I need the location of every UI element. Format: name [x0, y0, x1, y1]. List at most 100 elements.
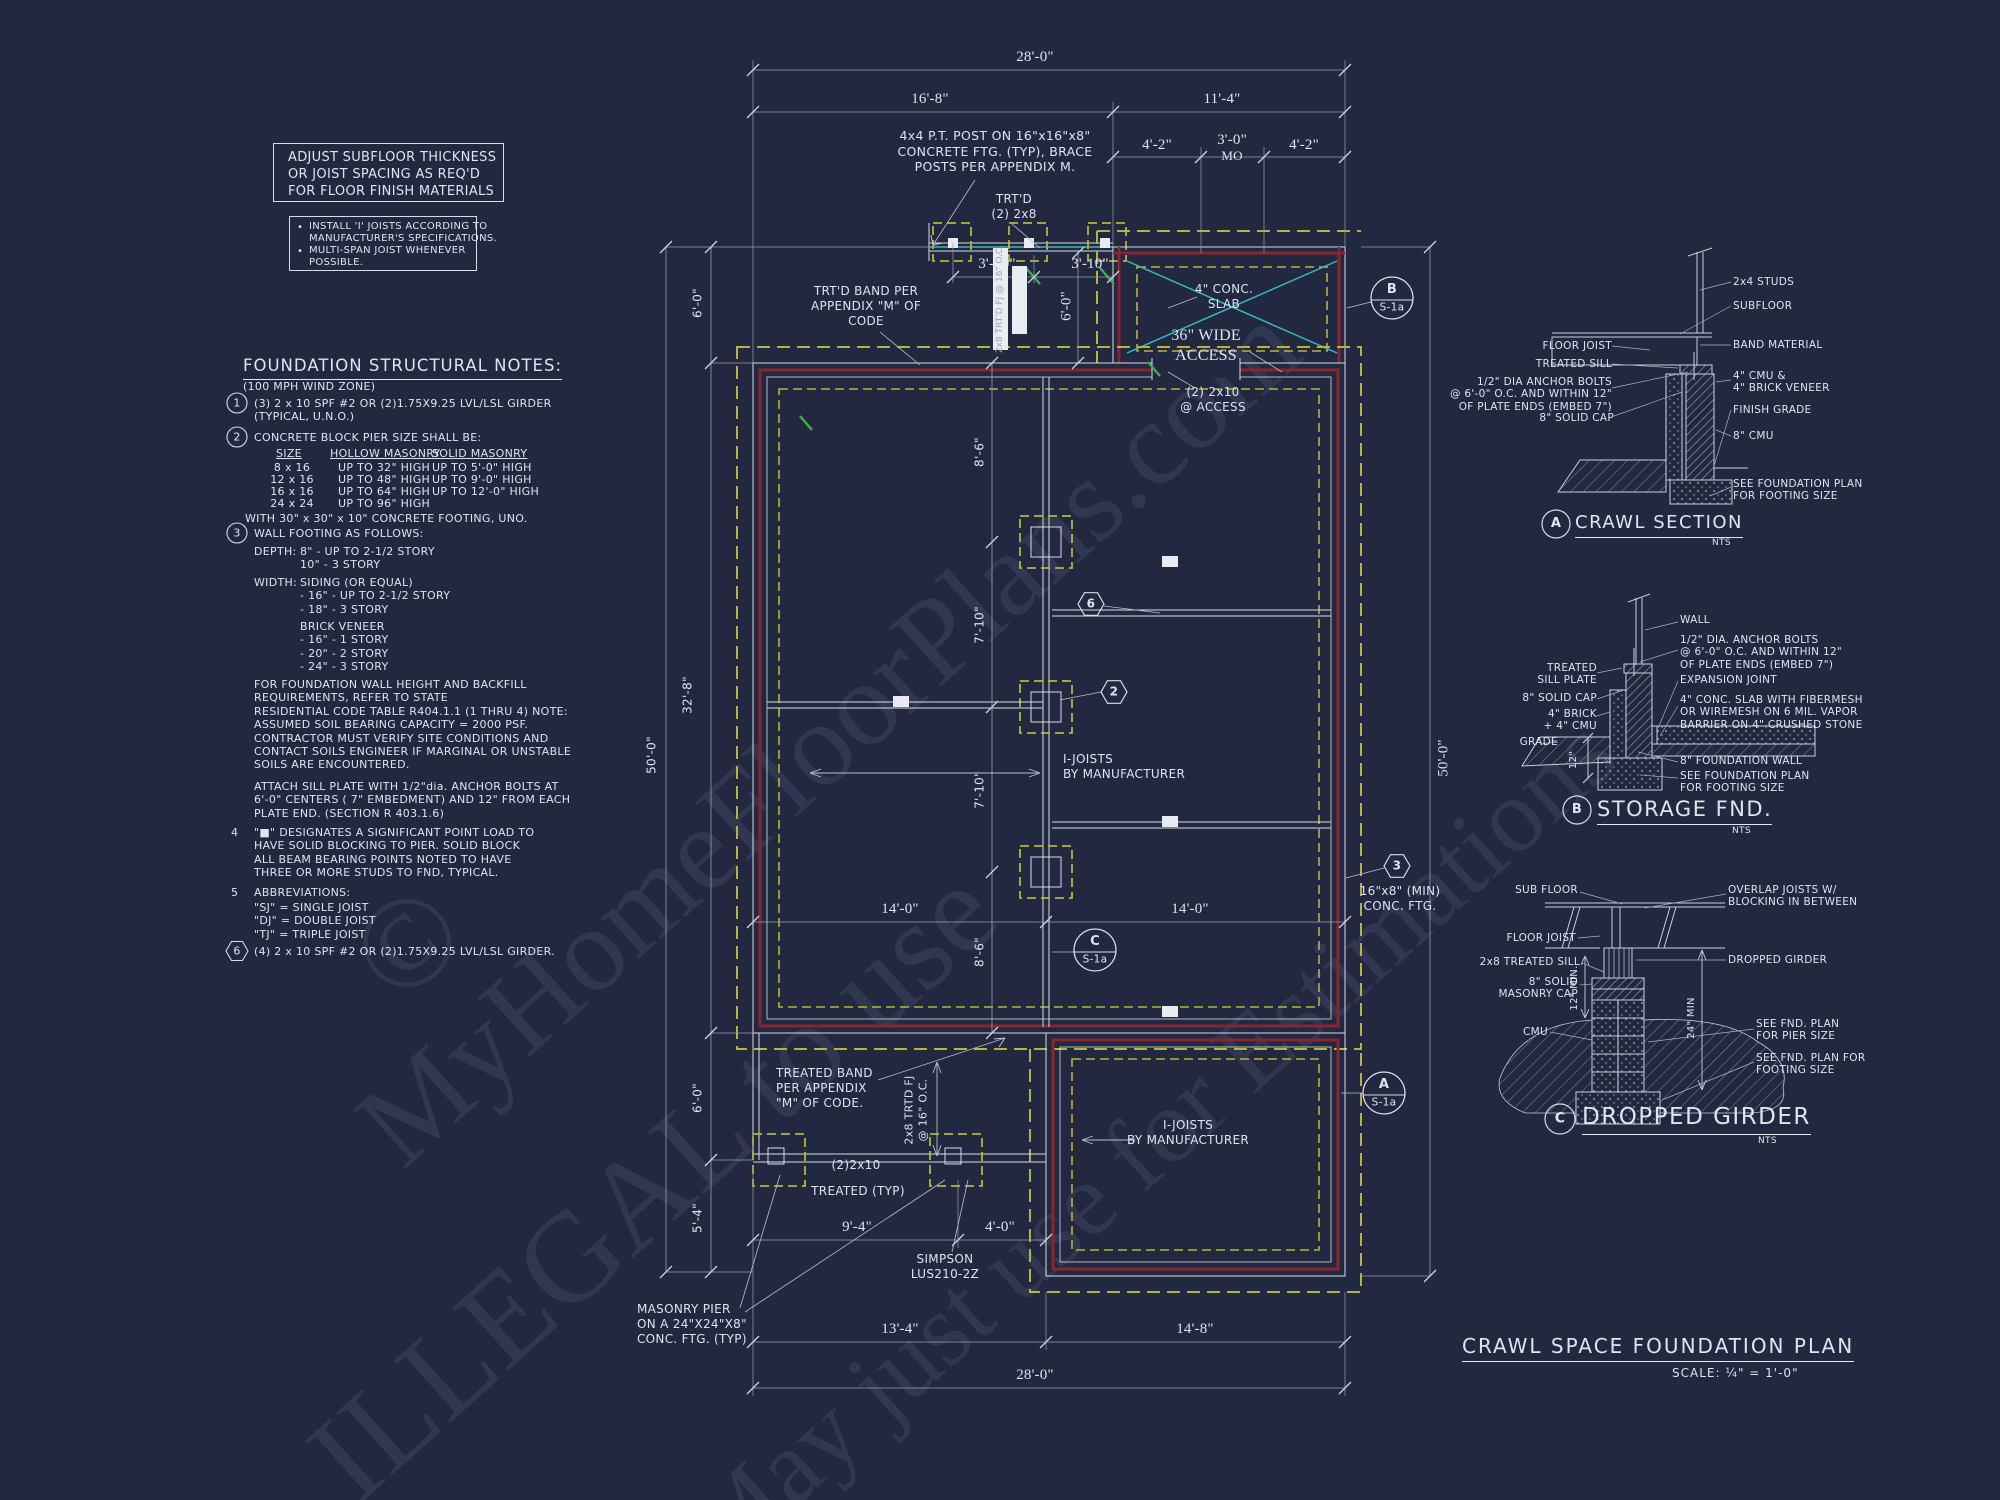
callout-b-sheet: S-1a: [1379, 301, 1405, 314]
note-5-marker: 5: [231, 886, 239, 899]
b-treated-sill: TREATED SILL PLATE: [1537, 662, 1597, 687]
dim-left-a: 6'-0": [690, 288, 705, 318]
a-subfloor: SUBFLOOR: [1733, 300, 1793, 312]
pier-row-solid: UP TO 9'-0" HIGH: [432, 473, 532, 486]
pier-table-footer: WITH 30" x 30" x 10" CONCRETE FOOTING, U…: [245, 512, 528, 525]
a-cmu-veneer: 4" CMU & 4" BRICK VENEER: [1733, 370, 1830, 395]
dim-int-a: 8'-6": [972, 437, 987, 467]
a-see-plan: SEE FOUNDATION PLAN FOR FOOTING SIZE: [1733, 478, 1863, 503]
dim-top-left: 16'-8": [911, 91, 949, 107]
c-nts: NTS: [1758, 1136, 1777, 1146]
pier-table-h3: SOLID MASONRY: [432, 447, 528, 460]
a-title: CRAWL SECTION: [1575, 512, 1744, 538]
b-bubble: B: [1571, 801, 1583, 817]
c-overlap: OVERLAP JOISTS W/ BLOCKING IN BETWEEN: [1728, 884, 1858, 909]
pier-row-hollow: UP TO 96" HIGH: [338, 497, 431, 510]
ijoist-note-2: MULTI-SPAN JOIST WHENEVER POSSIBLE.: [309, 245, 466, 269]
note-2-marker: 2: [233, 430, 241, 444]
c-floor-joist: FLOOR JOIST: [1506, 932, 1576, 944]
note-5-list: "SJ" = SINGLE JOIST "DJ" = DOUBLE JOIST …: [254, 901, 376, 941]
dim-slab-h: 6'-0": [1058, 291, 1075, 321]
subfloor-note-text: ADJUST SUBFLOOR THICKNESS OR JOIST SPACI…: [288, 150, 497, 199]
dim-left-d: 5'-4": [690, 1203, 705, 1233]
a-studs: 2x4 STUDS: [1733, 276, 1795, 288]
c-subfloor: SUB FLOOR: [1515, 884, 1578, 896]
dim-left-b: 32'-8": [680, 676, 695, 714]
revision-bar-2: [1012, 266, 1027, 334]
pier-row-solid: UP TO 5'-0" HIGH: [432, 461, 532, 474]
dim-int-b: 7'-10": [972, 606, 987, 644]
dim-top-overall: 28'-0": [1016, 49, 1054, 65]
callout-b-letter: B: [1386, 281, 1398, 297]
pier-row-size: 8 x 16: [273, 461, 311, 474]
masonry-pier-label: MASONRY PIER ON A 24"X24"X8" CONC. FTG. …: [637, 1302, 747, 1346]
callout-c-letter: C: [1090, 933, 1100, 949]
a-band: BAND MATERIAL: [1733, 339, 1823, 351]
c-bubble: C: [1554, 1110, 1566, 1127]
dim-sub-left: 4'-2": [1142, 137, 1172, 153]
b-wall: WALL: [1680, 614, 1710, 626]
b-nts: NTS: [1732, 826, 1751, 836]
c-dim12: 12" MIN.: [1568, 965, 1580, 1011]
b-see-plan: SEE FOUNDATION PLAN FOR FOOTING SIZE: [1680, 770, 1810, 795]
post-note: 4x4 P.T. POST ON 16"x16"x8" CONCRETE FTG…: [897, 128, 1093, 175]
simpson-label: SIMPSON LUS210-2Z: [910, 1252, 980, 1281]
note-1-text: (3) 2 x 10 SPF #2 OR (2)1.75X9.25 LVL/LS…: [254, 397, 552, 424]
callout-c-sheet: S-1a: [1082, 953, 1108, 966]
c-cmu: CMU: [1523, 1026, 1548, 1038]
hex-marker-6: 6: [1086, 596, 1096, 611]
revision-bar-text: 2x8 TRT'D FJ @ 16" O.C.: [995, 244, 1005, 354]
dim-sub-mo: MO: [1221, 148, 1243, 163]
b-anchor: 1/2" DIA. ANCHOR BOLTS @ 6'-0" O.C. AND …: [1680, 634, 1843, 671]
dim-mid-right: 14'-0": [1171, 901, 1209, 917]
note-3-marker: 3: [233, 526, 241, 540]
b-slab: 4" CONC. SLAB WITH FIBERMESH OR WIREMESH…: [1680, 694, 1863, 731]
callout-a-letter: A: [1378, 1076, 1390, 1092]
ijoist-note-box: [289, 216, 477, 271]
note-3-width-label: WIDTH:: [254, 576, 298, 589]
sheet-title: CRAWL SPACE FOUNDATION PLAN: [1462, 1334, 1855, 1362]
pier-row-hollow: UP TO 64" HIGH: [338, 485, 431, 498]
a-bubble: A: [1550, 515, 1562, 531]
c-dropped: DROPPED GIRDER: [1728, 954, 1828, 966]
dim-bot-right: 14'-8": [1176, 1321, 1214, 1337]
dim-left-c: 6'-0": [690, 1083, 705, 1113]
pier-table-h1: SIZE: [276, 447, 302, 460]
note-2-text: CONCRETE BLOCK PIER SIZE SHALL BE:: [254, 431, 482, 444]
dim-sub-right: 4'-2": [1289, 137, 1319, 153]
hex-marker-2: 2: [1109, 684, 1119, 699]
b-title: STORAGE FND.: [1597, 796, 1773, 826]
dim-int-d: 8'-6": [972, 937, 987, 967]
note-6-text: (4) 2 x 10 SPF #2 OR (2)1.75X9.25 LVL/LS…: [254, 945, 555, 958]
dim-left-overall: 50'-0": [644, 736, 659, 774]
fj-tag: 2x8 TRTD FJ @ 16" O.C.: [902, 1075, 929, 1145]
b-expansion: EXPANSION JOINT: [1680, 674, 1777, 686]
c-footing-size: SEE FND. PLAN FOR FOOTING SIZE: [1756, 1052, 1866, 1077]
girder-2x10-label: (2)2x10: [831, 1158, 881, 1172]
pier-table-h2: HOLLOW MASONRY: [330, 447, 441, 460]
dim-low-a: 9'-4": [842, 1219, 872, 1235]
sheet-scale: SCALE: ¼" = 1'-0": [1672, 1366, 1799, 1380]
pier-row-solid: UP TO 12'-0" HIGH: [432, 485, 540, 498]
revision-bar-1: [993, 248, 1008, 350]
a-grade: FINISH GRADE: [1733, 404, 1812, 416]
note-3-para2: ATTACH SILL PLATE WITH 1/2"dia. ANCHOR B…: [254, 780, 571, 820]
pier-row-hollow: UP TO 48" HIGH: [338, 473, 431, 486]
ijoists-low-label: I-JOISTS BY MANUFACTURER: [1126, 1118, 1250, 1147]
wide-access-label: 36" WIDE ACCESS: [1171, 327, 1241, 364]
note-3-depth: 8" - UP TO 2-1/2 STORY 10" - 3 STORY: [300, 545, 435, 572]
b-dim12: 12": [1567, 750, 1579, 770]
pier-row-size: 16 x 16: [270, 485, 314, 498]
note-3-para1: FOR FOUNDATION WALL HEIGHT AND BACKFILL …: [254, 678, 572, 772]
notes-subtitle: (100 MPH WIND ZONE): [243, 380, 376, 393]
note-1-marker: 1: [233, 396, 241, 410]
hex-marker-3: 3: [1392, 858, 1402, 873]
c-pier-size: SEE FND. PLAN FOR PIER SIZE: [1756, 1018, 1840, 1043]
b-solid-cap: 8" SOLID CAP: [1522, 692, 1597, 704]
note-3-width: SIDING (OR EQUAL) - 16" - UP TO 2-1/2 ST…: [300, 576, 451, 616]
dim-mid-left: 14'-0": [881, 901, 919, 917]
b-brick-cmu: 4" BRICK + 4" CMU: [1543, 708, 1597, 733]
c-cap: 8" SOLID MASONRY CAP: [1498, 976, 1578, 1001]
b-grade: GRADE: [1519, 736, 1558, 748]
